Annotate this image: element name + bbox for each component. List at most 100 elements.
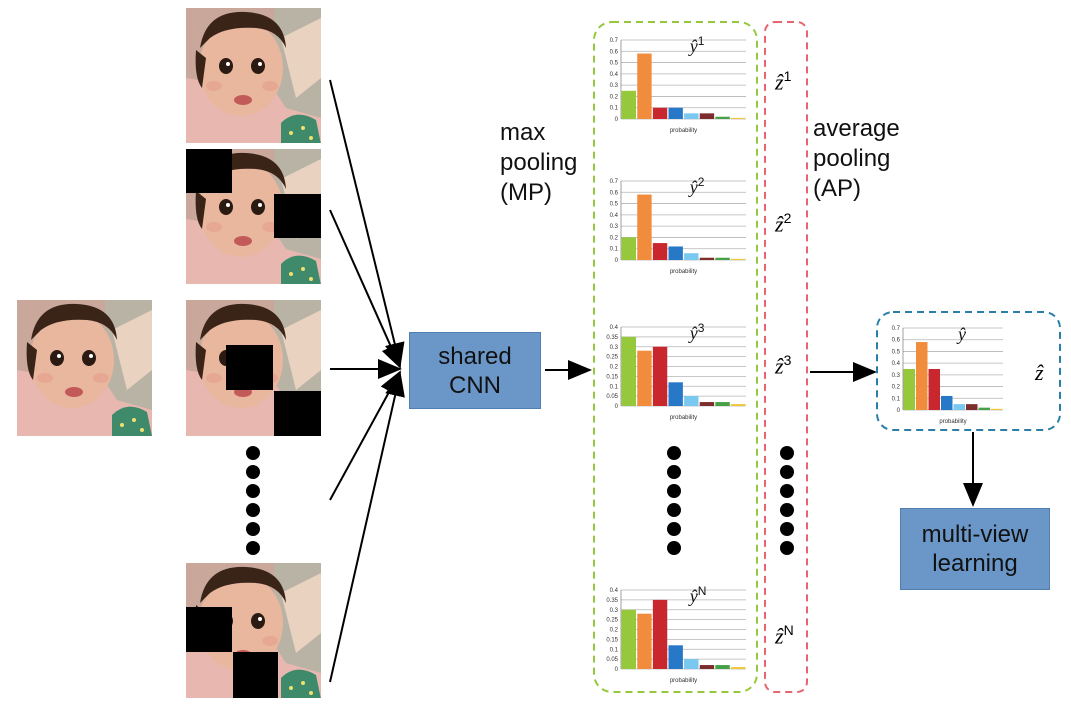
y-tick-label: 0.4 bbox=[610, 72, 619, 78]
y-tick-label: 0.3 bbox=[610, 608, 619, 614]
max-pooling-line1: max bbox=[500, 119, 546, 146]
ellipsis-dot bbox=[780, 522, 794, 536]
max-pooling-line2: pooling bbox=[500, 149, 578, 176]
y-tick-label: 0.2 bbox=[610, 235, 619, 241]
multiview-learning-box: multi-view learning bbox=[900, 508, 1050, 590]
y-hat-label: ŷN bbox=[688, 584, 707, 606]
y-tick-label: 0 bbox=[615, 667, 619, 673]
bar bbox=[621, 237, 636, 260]
arrow bbox=[329, 209, 401, 369]
y-tick-label: 0.1 bbox=[892, 396, 901, 402]
y-tick-label: 0.5 bbox=[610, 61, 619, 67]
bar bbox=[731, 404, 746, 406]
occlusion-patch bbox=[233, 652, 278, 698]
ellipsis-dot bbox=[246, 522, 260, 536]
bar bbox=[637, 350, 652, 406]
bar bbox=[966, 404, 978, 410]
z-hat-2-base: ẑ bbox=[775, 211, 784, 237]
bar bbox=[731, 258, 746, 260]
x-axis-label: probability bbox=[670, 678, 697, 684]
y-tick-label: 0.05 bbox=[606, 394, 618, 400]
bar bbox=[991, 408, 1003, 410]
max-pooling-group bbox=[593, 21, 758, 693]
bar bbox=[699, 665, 715, 669]
bar bbox=[652, 346, 668, 406]
bar bbox=[621, 609, 636, 669]
max-pooling-label: max pooling (MP) bbox=[500, 118, 577, 208]
y-tick-label: 0.4 bbox=[610, 588, 619, 594]
y-tick-label: 0.5 bbox=[892, 349, 901, 355]
ellipsis-dot bbox=[667, 446, 681, 460]
z-hat-2: ẑ2 bbox=[775, 210, 791, 237]
y-tick-label: 0.2 bbox=[610, 365, 619, 371]
y-tick-label: 0.7 bbox=[610, 38, 619, 44]
bar bbox=[637, 613, 652, 669]
z-hat-1-base: ẑ bbox=[775, 69, 784, 95]
bar bbox=[652, 599, 668, 669]
ellipsis-dot bbox=[667, 484, 681, 498]
z-hat-3: ẑ3 bbox=[775, 352, 791, 379]
y-tick-label: 0.2 bbox=[610, 94, 619, 100]
ellipsis-dot bbox=[246, 503, 260, 517]
x-axis-label: probability bbox=[670, 269, 697, 275]
y-tick-label: 0.4 bbox=[892, 361, 901, 367]
average-pooling-line3: (AP) bbox=[813, 175, 861, 202]
bar bbox=[668, 107, 683, 119]
y-tick-label: 0.1 bbox=[610, 247, 619, 253]
bar bbox=[731, 667, 746, 669]
bar bbox=[652, 243, 668, 260]
bar bbox=[668, 645, 683, 669]
bar bbox=[731, 117, 746, 119]
y-tick-label: 0.3 bbox=[610, 224, 619, 230]
bar bbox=[684, 253, 699, 260]
y-tick-label: 0.3 bbox=[610, 83, 619, 89]
ellipsis-dot bbox=[667, 465, 681, 479]
y-hat-label: ŷ2 bbox=[688, 175, 705, 197]
bar bbox=[978, 407, 990, 410]
output-group bbox=[876, 311, 1061, 431]
y-tick-label: 0.25 bbox=[606, 355, 618, 361]
y-tick-label: 0.05 bbox=[606, 657, 618, 663]
y-hat-superscript: 3 bbox=[698, 321, 705, 335]
y-tick-label: 0.5 bbox=[610, 202, 619, 208]
ellipsis-dot bbox=[780, 465, 794, 479]
bar bbox=[621, 336, 636, 406]
bar bbox=[652, 107, 668, 119]
z-hat-output: ẑ bbox=[1035, 360, 1044, 386]
bar bbox=[715, 257, 730, 260]
shared-cnn-line1: shared bbox=[438, 342, 512, 370]
y-tick-label: 0.6 bbox=[610, 190, 619, 196]
y-tick-label: 0.7 bbox=[892, 326, 901, 332]
y-tick-label: 0.35 bbox=[606, 335, 618, 341]
bar bbox=[699, 402, 715, 406]
crop-2 bbox=[186, 149, 321, 284]
x-axis-label: probability bbox=[670, 415, 697, 421]
bar bbox=[684, 396, 699, 406]
y-hat-superscript: 1 bbox=[698, 34, 705, 48]
crop-3 bbox=[186, 300, 321, 436]
ellipsis-dot bbox=[780, 503, 794, 517]
ellipsis-dot bbox=[667, 503, 681, 517]
z-hat-n: ẑN bbox=[775, 622, 794, 649]
occlusion-patch bbox=[274, 391, 321, 436]
z-hat-3-sup: 3 bbox=[783, 352, 792, 368]
z-hat-n-sup: N bbox=[783, 622, 794, 638]
y-tick-label: 0.6 bbox=[892, 338, 901, 344]
y-tick-label: 0.2 bbox=[892, 385, 901, 391]
max-pooling-line3: (MP) bbox=[500, 179, 552, 206]
crop-n bbox=[186, 563, 321, 698]
average-pooling-line1: average bbox=[813, 115, 900, 142]
ellipsis-dot bbox=[780, 541, 794, 555]
ellipsis-dot bbox=[667, 522, 681, 536]
y-tick-label: 0.3 bbox=[610, 345, 619, 351]
chart-y3: 00.050.10.150.20.250.30.350.4probability… bbox=[606, 321, 746, 421]
bar bbox=[684, 659, 699, 669]
y-hat-superscript: N bbox=[698, 584, 707, 598]
ellipsis-dot bbox=[667, 541, 681, 555]
bar bbox=[928, 369, 940, 410]
bar bbox=[668, 382, 683, 406]
bar bbox=[715, 402, 730, 406]
y-tick-label: 0 bbox=[615, 117, 619, 123]
ellipsis-dot bbox=[780, 446, 794, 460]
